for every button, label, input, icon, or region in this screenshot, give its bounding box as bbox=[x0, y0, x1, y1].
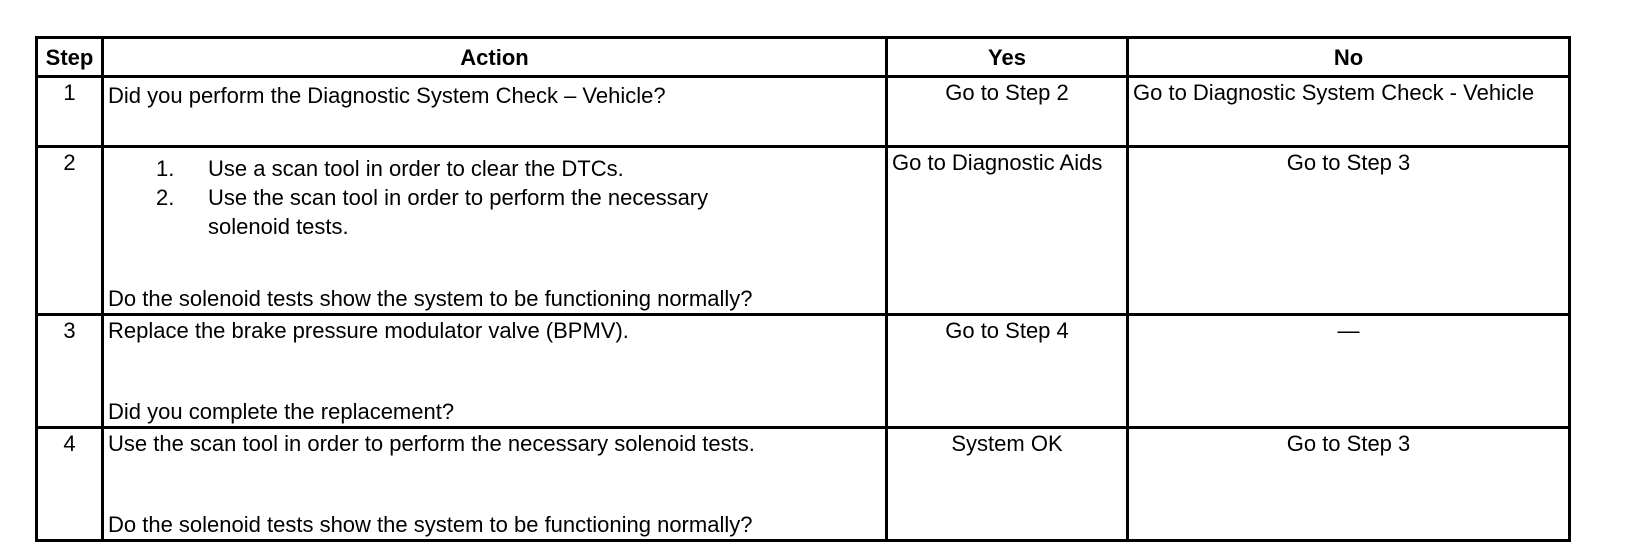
yes-cell: System OK bbox=[885, 426, 1129, 542]
header-no: No bbox=[1126, 36, 1571, 78]
action-question: Did you complete the replacement? bbox=[108, 399, 455, 424]
header-step: Step bbox=[35, 36, 104, 78]
header-yes: Yes bbox=[885, 36, 1129, 78]
action-question: Do the solenoid tests show the system to… bbox=[108, 286, 753, 311]
action-cell: 1. Use a scan tool in order to clear the… bbox=[101, 145, 888, 316]
no-cell: Go to Diagnostic System Check - Vehicle bbox=[1126, 75, 1571, 148]
list-item-text: Use a scan tool in order to clear the DT… bbox=[208, 156, 624, 181]
header-row: Step Action Yes No bbox=[35, 36, 1571, 78]
action-question: Do the solenoid tests show the system to… bbox=[108, 512, 753, 537]
action-text: Replace the brake pressure modulator val… bbox=[108, 318, 629, 343]
no-cell: Go to Step 3 bbox=[1126, 426, 1571, 542]
action-cell: Did you perform the Diagnostic System Ch… bbox=[101, 75, 888, 148]
table-row: 2 1. Use a scan tool in order to clear t… bbox=[35, 145, 1571, 316]
step-number: 2 bbox=[35, 145, 104, 316]
action-text: Use the scan tool in order to perform th… bbox=[108, 431, 755, 456]
action-cell: Replace the brake pressure modulator val… bbox=[101, 313, 888, 429]
action-text: Did you perform the Diagnostic System Ch… bbox=[108, 83, 666, 108]
step-number: 3 bbox=[35, 313, 104, 429]
header-action: Action bbox=[101, 36, 888, 78]
list-item-number: 1. bbox=[156, 156, 175, 181]
no-cell: — bbox=[1126, 313, 1571, 429]
yes-cell: Go to Step 2 bbox=[885, 75, 1129, 148]
action-cell: Use the scan tool in order to perform th… bbox=[101, 426, 888, 542]
list-item: 2. Use the scan tool in order to perform… bbox=[156, 183, 881, 241]
action-step-list: 1. Use a scan tool in order to clear the… bbox=[108, 154, 881, 241]
step-number: 1 bbox=[35, 75, 104, 148]
table-row: 3 Replace the brake pressure modulator v… bbox=[35, 313, 1571, 429]
diagnostic-table: Step Action Yes No 1 Did you perform the… bbox=[35, 36, 1571, 542]
table-row: 4 Use the scan tool in order to perform … bbox=[35, 426, 1571, 542]
step-number: 4 bbox=[35, 426, 104, 542]
no-cell: Go to Step 3 bbox=[1126, 145, 1571, 316]
list-item: 1. Use a scan tool in order to clear the… bbox=[156, 154, 881, 183]
yes-cell: Go to Step 4 bbox=[885, 313, 1129, 429]
table-row: 1 Did you perform the Diagnostic System … bbox=[35, 75, 1571, 148]
list-item-text: Use the scan tool in order to perform th… bbox=[208, 185, 709, 239]
yes-cell: Go to Diagnostic Aids bbox=[885, 145, 1129, 316]
list-item-number: 2. bbox=[156, 185, 175, 210]
